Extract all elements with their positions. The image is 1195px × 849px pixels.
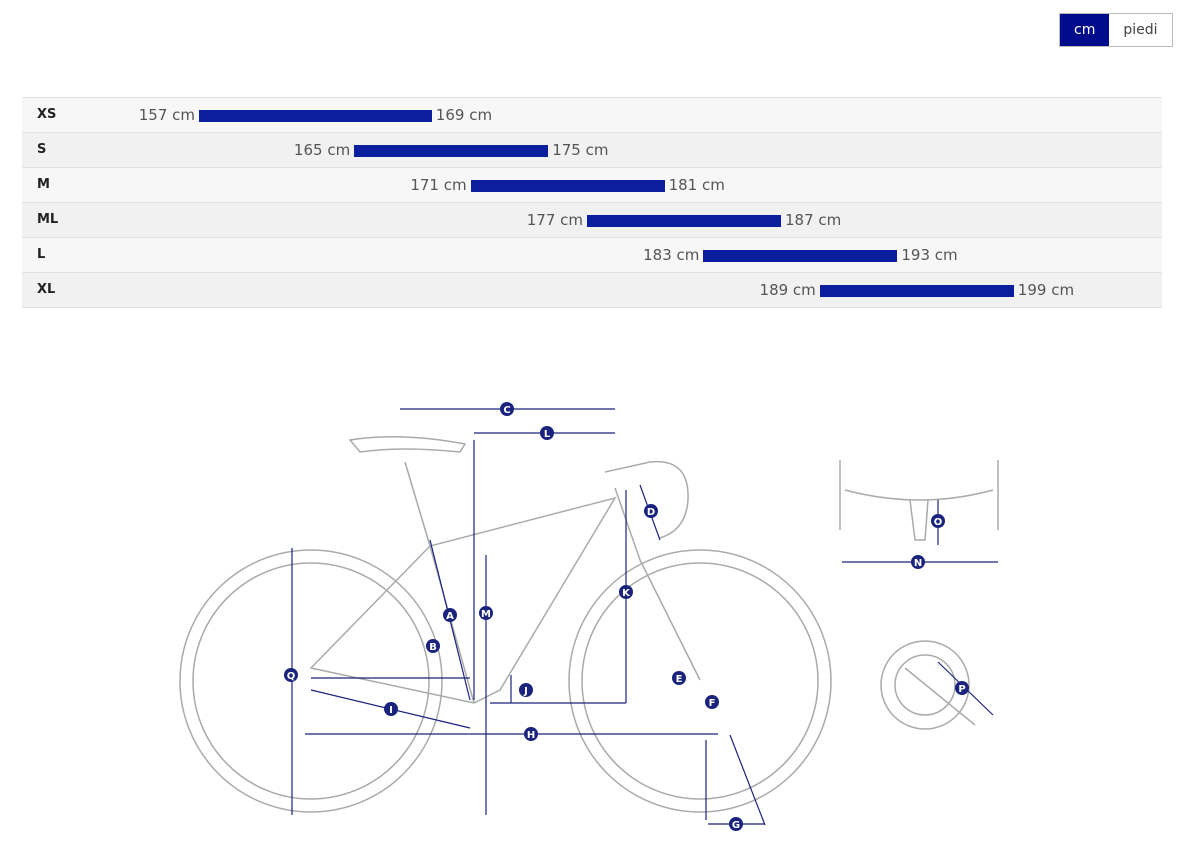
svg-text:A: A [446,611,454,622]
height-range-bar [703,250,898,262]
dimension-labels: C L D A M K B Q J E F I H G O N P [284,402,969,831]
min-height-label: 171 cm [410,176,467,194]
svg-text:L: L [544,429,551,440]
height-range-bar [354,145,549,157]
max-height-label: 199 cm [1017,281,1075,299]
svg-text:K: K [622,588,631,599]
max-height-label: 193 cm [901,246,958,264]
min-height-label: 157 cm [138,106,195,124]
max-height-label: 181 cm [668,176,725,194]
size-label: S [37,142,47,157]
label-d: D [644,504,658,518]
size-row: L 183 cm 193 cm [22,238,1162,273]
size-label: ML [37,212,59,227]
svg-text:C: C [503,405,510,416]
label-e: E [672,671,686,685]
size-row: M 171 cm 181 cm [22,168,1162,203]
label-i: I [384,702,398,716]
size-label: M [37,177,50,192]
height-range-bar [470,180,665,192]
label-n: N [911,555,925,569]
svg-text:N: N [914,558,922,569]
svg-text:E: E [676,674,683,685]
size-row: S 165 cm 175 cm [22,133,1162,168]
label-q: Q [284,668,298,682]
label-h: H [524,727,538,741]
size-row: ML 177 cm 187 cm [22,203,1162,238]
unit-cm-button[interactable]: cm [1060,14,1110,46]
size-label: L [37,247,46,262]
min-height-label: 177 cm [526,211,583,229]
label-f: F [705,695,719,709]
svg-text:P: P [958,684,965,695]
dimension-lines [291,408,998,826]
label-b: B [426,639,440,653]
label-a: A [443,608,457,622]
svg-text:B: B [429,642,437,653]
height-range-bar [199,110,432,122]
svg-text:Q: Q [287,671,296,682]
size-row: XL 189 cm 199 cm [22,273,1162,308]
size-label: XS [37,107,57,122]
label-j: J [519,683,533,697]
max-height-label: 169 cm [435,106,493,124]
svg-text:M: M [481,609,491,620]
svg-text:I: I [389,705,393,716]
label-g: G [729,817,743,831]
size-label: XL [37,282,56,297]
label-m: M [479,606,493,620]
height-range-bar [587,215,781,227]
label-k: K [619,585,633,599]
max-height-label: 187 cm [785,211,842,229]
label-p: P [955,681,969,695]
svg-text:D: D [647,507,655,518]
bike-drawing [179,436,999,813]
svg-text:G: G [732,820,740,831]
min-height-label: 165 cm [293,141,351,159]
height-range-bar [819,285,1014,297]
svg-text:H: H [527,730,535,741]
label-o: O [931,514,945,528]
label-l: L [540,426,554,440]
svg-text:J: J [523,686,528,697]
max-height-label: 175 cm [552,141,609,159]
unit-feet-button[interactable]: piedi [1109,14,1172,46]
size-row: XS 157 cm 169 cm [22,98,1162,133]
svg-text:O: O [934,517,943,528]
label-c: C [500,402,514,416]
unit-toggle[interactable]: cm piedi [1059,13,1173,47]
min-height-label: 183 cm [643,246,700,264]
min-height-label: 189 cm [759,281,816,299]
svg-text:F: F [709,698,716,709]
